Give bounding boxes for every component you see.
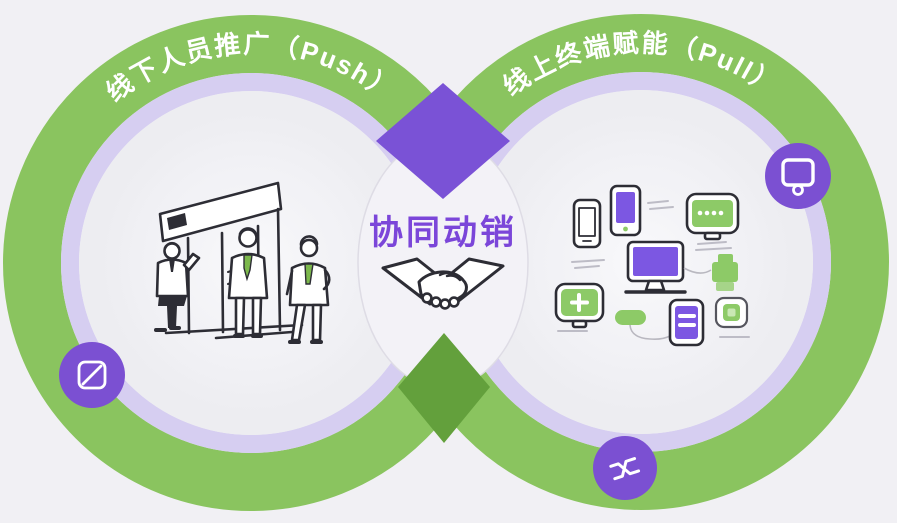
devices-illustration (554, 184, 750, 347)
printer-icon (712, 254, 738, 291)
small-phone-icon (572, 198, 602, 249)
handshake-icon (381, 257, 505, 310)
speed-lines-3 (571, 259, 605, 269)
salesperson-hip (285, 235, 331, 344)
shop-sign (158, 181, 283, 243)
shop-sign-logo (167, 213, 187, 230)
monitor-icon-illustration (624, 240, 687, 294)
top-diamond (376, 83, 510, 199)
badge-edit (59, 342, 125, 408)
center-label: 协同动销 (369, 214, 517, 252)
salesperson-greeter (154, 241, 201, 332)
tablet-plus-icon (554, 282, 605, 329)
smartphone-icon (609, 184, 642, 237)
salesperson-standing (227, 227, 269, 338)
pill-button-icon (615, 310, 646, 325)
speed-lines-1 (647, 200, 674, 210)
edit-square-icon (77, 360, 107, 390)
badge-display (765, 143, 831, 209)
bottom-diamond (398, 333, 490, 443)
connector-pill-tablet (629, 324, 671, 340)
badge-shuffle (593, 436, 657, 500)
storefront-illustration (154, 181, 331, 344)
smart-watch-icon (714, 296, 749, 329)
connector-monitor-printer (683, 267, 712, 274)
pos-terminal-icon (685, 192, 740, 241)
tablet-list-icon (668, 298, 705, 347)
monitor-icon (781, 158, 815, 196)
shuffle-icon (609, 457, 641, 481)
speed-lines-2 (695, 241, 732, 251)
